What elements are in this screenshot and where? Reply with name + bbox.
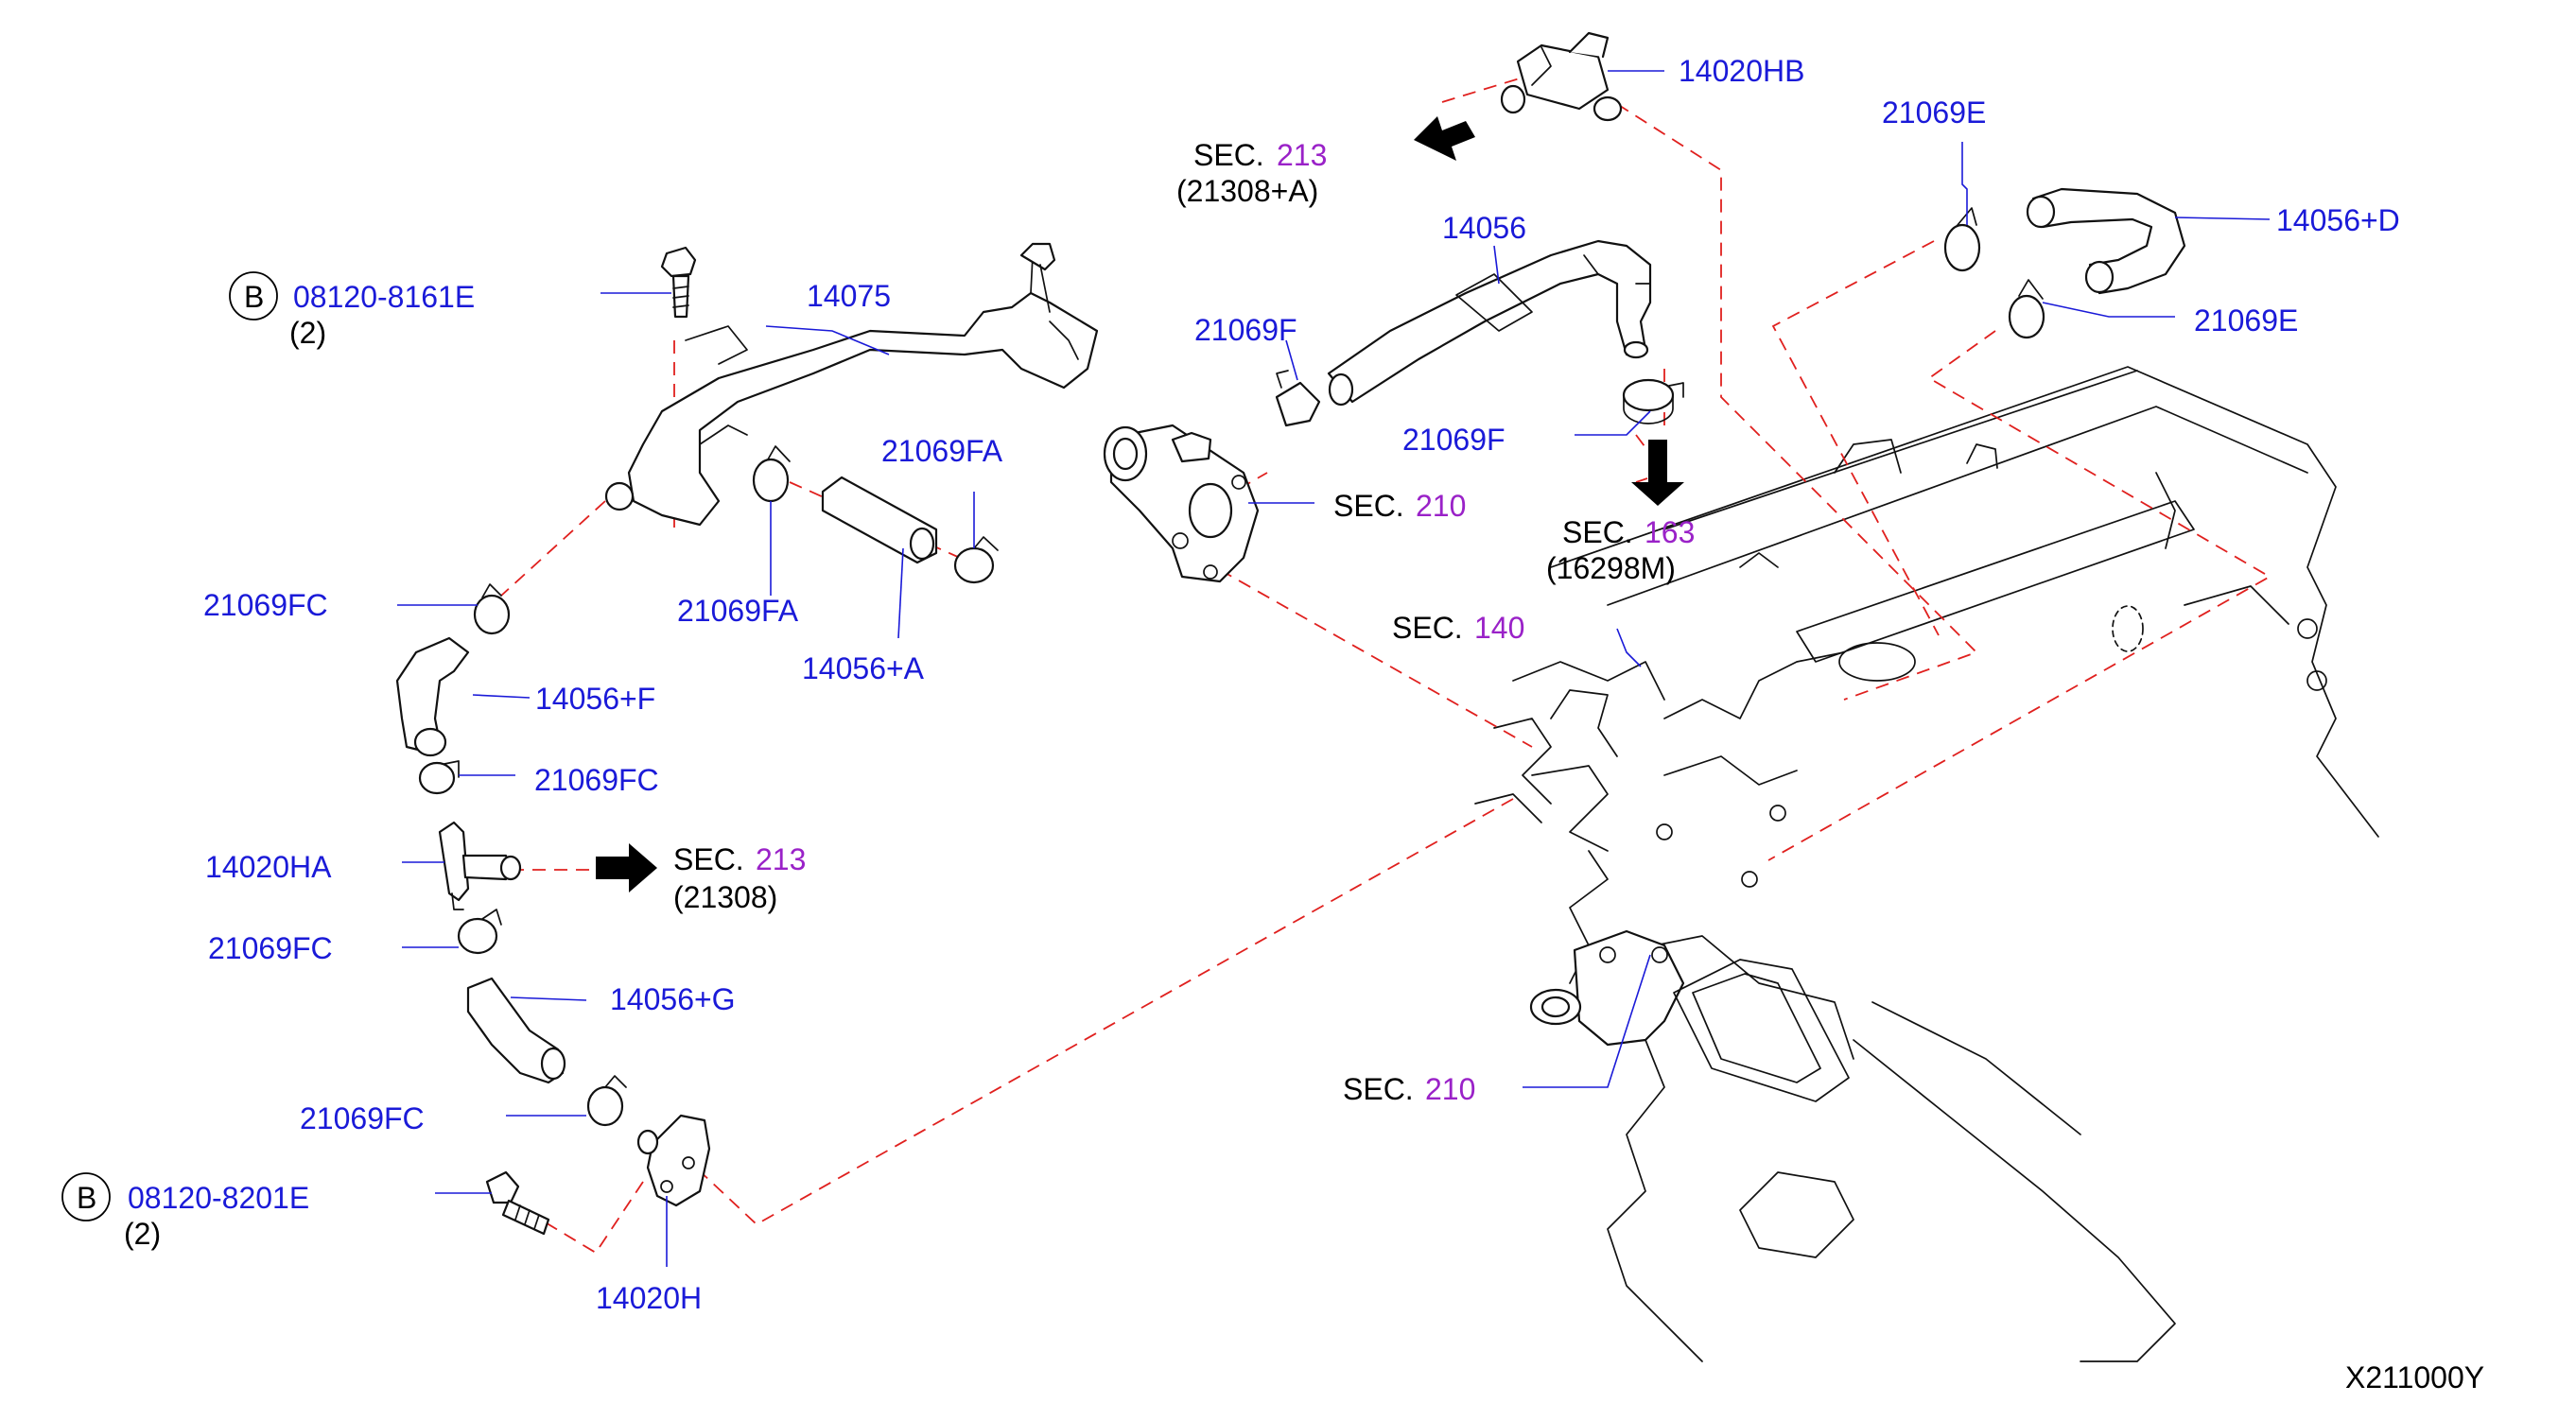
section-sub-ref: (21308+A)	[1176, 174, 1318, 208]
direction-arrow-sec-163	[1631, 440, 1684, 506]
flange-14020h-drawing	[636, 1114, 711, 1207]
section-ref-210-water-pump[interactable]: SEC. 210	[1343, 1072, 1475, 1106]
callout-14020hb[interactable]: 14020HB	[1679, 54, 1804, 88]
callout-14056g[interactable]: 14056+G	[610, 982, 736, 1016]
bolt-quantity: (2)	[289, 316, 326, 350]
bolt-type-circle	[229, 271, 278, 320]
section-sub-ref: (16298M)	[1546, 551, 1676, 585]
bolt-08120-8201e-drawing	[485, 1170, 550, 1236]
clamp-21069e-drawings	[1943, 207, 2045, 339]
hose-14056d-drawing	[2026, 187, 2186, 295]
section-word: SEC.	[673, 842, 744, 876]
section-number: 140	[1474, 611, 1524, 645]
leader-lines	[397, 70, 2271, 1267]
section-word: SEC.	[1333, 489, 1404, 523]
callout-21069f-top[interactable]: 21069F	[1194, 313, 1297, 347]
valve-14020hb-drawing	[1500, 31, 1623, 122]
section-number: 210	[1425, 1072, 1475, 1106]
callout-14056[interactable]: 14056	[1442, 211, 1526, 245]
callout-14020ha[interactable]: 14020HA	[205, 850, 332, 884]
callout-14075[interactable]: 14075	[807, 279, 891, 313]
hose-14056a-drawing	[821, 476, 938, 564]
callout-14056a[interactable]: 14056+A	[802, 651, 925, 685]
section-number: 213	[756, 842, 806, 876]
section-ref-140[interactable]: SEC. 140	[1392, 611, 1524, 645]
engine-block-drawing	[1474, 366, 2379, 1362]
section-word: SEC.	[1343, 1072, 1414, 1106]
callout-14056d[interactable]: 14056+D	[2276, 203, 2400, 237]
bolt-type-circle	[61, 1172, 111, 1221]
callout-21069e-top[interactable]: 21069E	[1882, 95, 1986, 130]
callout-14020h[interactable]: 14020H	[596, 1281, 702, 1315]
bolt-ref-08120-8201e[interactable]: B 08120-8201E (2)	[61, 1172, 309, 1251]
section-ref-213-left[interactable]: SEC. 213 (21308)	[673, 842, 806, 914]
hose-14056-drawing	[1327, 239, 1652, 407]
section-ref-163[interactable]: SEC. 163 (16298M)	[1546, 515, 1695, 585]
pipe-14075-drawing	[604, 242, 1099, 527]
callout-21069fa-right[interactable]: 21069FA	[881, 434, 1003, 468]
section-number: 163	[1645, 515, 1695, 549]
direction-arrow-sec-213-top	[1414, 116, 1475, 161]
section-ref-210-thermostat[interactable]: SEC. 210	[1333, 489, 1466, 523]
bolt-quantity: (2)	[124, 1217, 161, 1251]
direction-arrow-sec-213-left	[596, 843, 657, 892]
section-number: 213	[1277, 138, 1327, 172]
hose-14056f-drawing	[395, 636, 470, 757]
callout-21069fa-left[interactable]: 21069FA	[677, 594, 799, 628]
callout-21069fc-4[interactable]: 21069FC	[300, 1101, 425, 1135]
valve-14020ha-drawing	[438, 821, 522, 910]
bolt-part-number: 08120-8201E	[128, 1181, 309, 1215]
callout-21069e-bottom[interactable]: 21069E	[2194, 303, 2298, 338]
bolt-part-number: 08120-8161E	[293, 280, 475, 314]
section-number: 210	[1416, 489, 1466, 523]
section-ref-213-top[interactable]: SEC. 213 (21308+A)	[1176, 138, 1327, 208]
diagram-id: X211000Y	[2345, 1360, 2484, 1394]
callout-21069fc-3[interactable]: 21069FC	[208, 931, 333, 965]
section-sub-ref: (21308)	[673, 880, 777, 914]
thermostat-housing-drawing	[1103, 424, 1260, 583]
callout-21069fc-2[interactable]: 21069FC	[534, 763, 659, 797]
bolt-type-letter: B	[77, 1181, 96, 1215]
section-word: SEC.	[1392, 611, 1463, 645]
clamp-21069fc-b-drawing	[418, 760, 460, 795]
clamp-21069fa-drawings	[752, 445, 999, 584]
bolt-ref-08120-8161e[interactable]: B 08120-8161E (2)	[229, 271, 475, 350]
section-word: SEC.	[1193, 138, 1264, 172]
callout-14056f[interactable]: 14056+F	[535, 682, 655, 716]
clamp-21069fc-a-drawing	[473, 583, 511, 635]
callout-21069f-right[interactable]: 21069F	[1402, 423, 1506, 457]
clamp-21069f-drawings	[1275, 370, 1684, 427]
hose-14056g-drawing	[466, 977, 566, 1084]
clamp-21069fc-d-drawing	[586, 1075, 627, 1127]
bolt-type-letter: B	[244, 280, 264, 314]
section-word: SEC.	[1562, 515, 1633, 549]
callout-21069fc-1[interactable]: 21069FC	[203, 588, 328, 622]
bolt-08120-8161e-drawing	[660, 246, 697, 319]
clamp-21069fc-c-drawing	[457, 909, 502, 955]
